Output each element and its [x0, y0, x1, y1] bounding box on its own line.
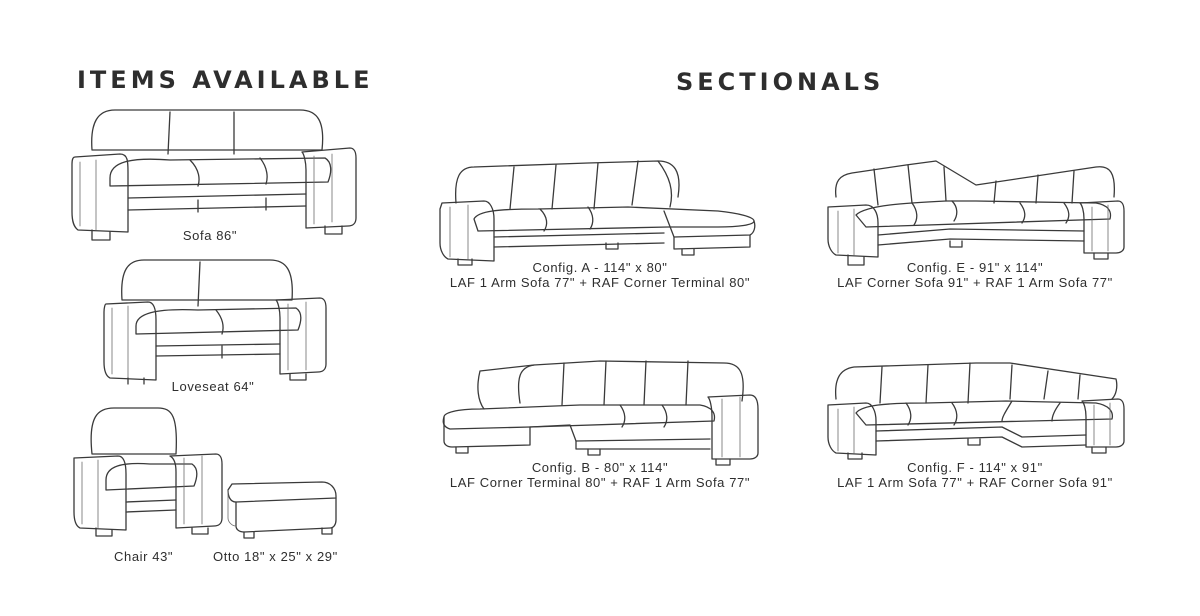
loveseat-caption: Loveseat 64" — [171, 379, 255, 394]
config-f-description: LAF 1 Arm Sofa 77" + RAF Corner Sofa 91" — [837, 475, 1113, 490]
config-a-caption: Config. A - 114" x 80" — [532, 260, 668, 275]
config-e-description: LAF Corner Sofa 91" + RAF 1 Arm Sofa 77" — [837, 275, 1113, 290]
items-available-heading: ITEMS AVAILABLE — [77, 66, 374, 94]
config-e-caption: Config. E - 91" x 114" — [906, 260, 1044, 275]
sofa-illustration — [70, 102, 360, 247]
config-a-description: LAF 1 Arm Sofa 77" + RAF Corner Terminal… — [449, 275, 751, 290]
chair-illustration — [70, 406, 225, 540]
config-b-illustration — [440, 357, 760, 466]
config-f-illustration — [826, 359, 1126, 463]
loveseat-illustration — [100, 256, 330, 385]
config-e-illustration — [826, 157, 1126, 267]
chair-caption: Chair 43" — [114, 549, 174, 564]
sofa-caption: Sofa 86" — [182, 228, 238, 243]
config-a-illustration — [438, 157, 758, 266]
config-b-caption: Config. B - 80" x 114" — [531, 460, 669, 475]
config-b-description: LAF Corner Terminal 80" + RAF 1 Arm Sofa… — [449, 475, 751, 490]
ottoman-illustration — [226, 478, 340, 540]
config-f-caption: Config. F - 114" x 91" — [907, 460, 1043, 475]
otto-caption: Otto 18" x 25" x 29" — [213, 549, 338, 564]
sectionals-heading: SECTIONALS — [676, 68, 885, 96]
